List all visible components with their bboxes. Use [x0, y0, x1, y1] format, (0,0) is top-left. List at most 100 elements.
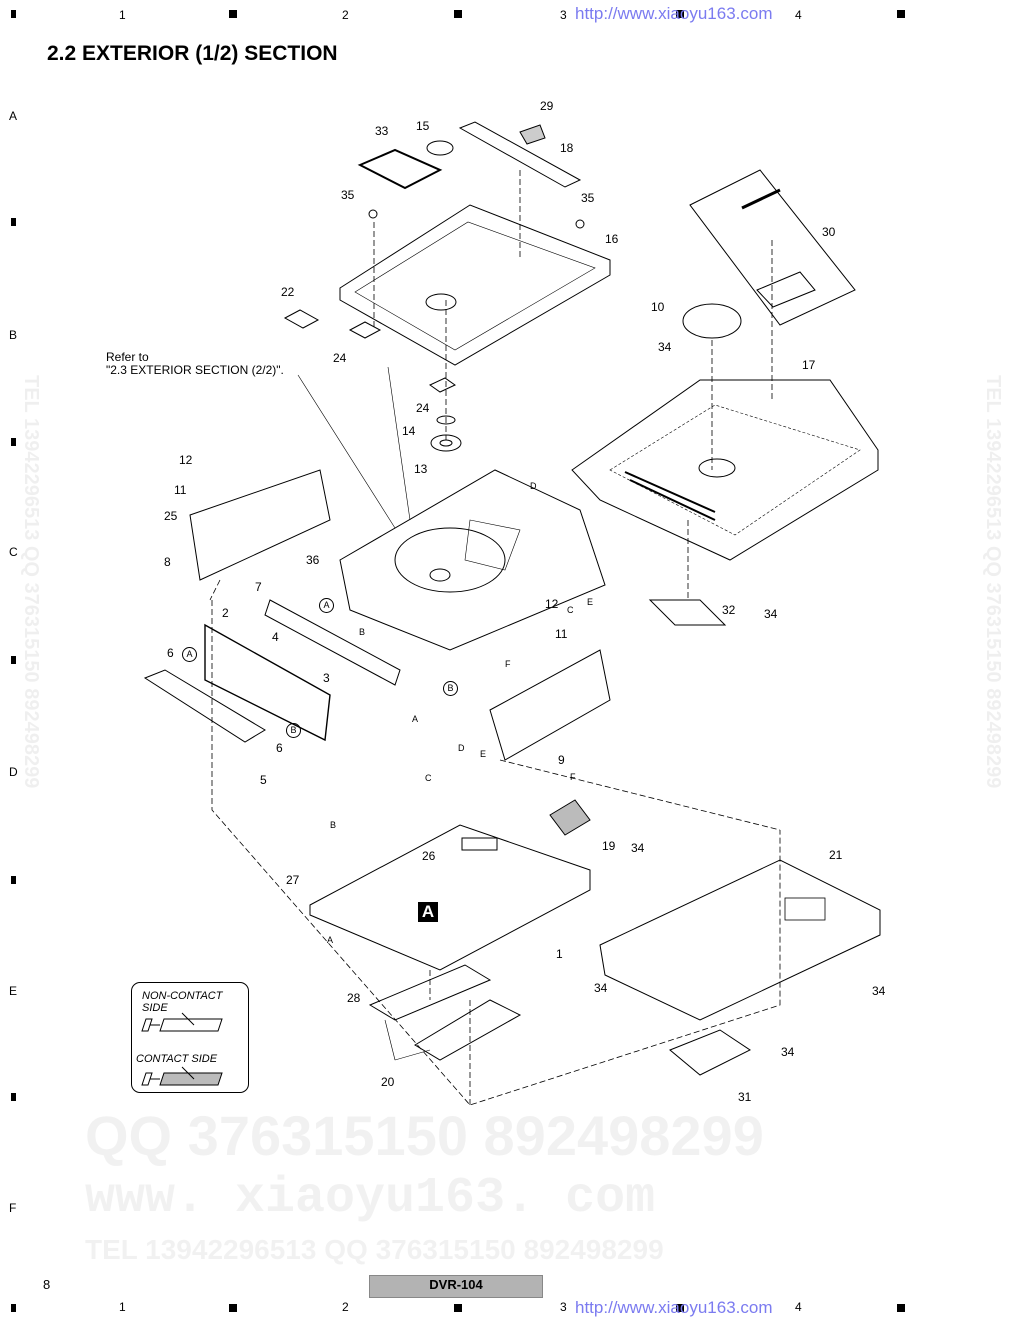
clamper-15 [426, 140, 454, 156]
part-label: 20 [381, 1075, 395, 1089]
part-label: 32 [722, 603, 736, 617]
refer-note-line: Refer to [106, 350, 149, 364]
part-label: 1 [556, 947, 563, 961]
connector-letter: B [330, 820, 337, 830]
register-mark [454, 1304, 462, 1312]
register-mark [11, 656, 16, 664]
part-label: 30 [822, 225, 836, 239]
top-cover-17 [571, 379, 879, 561]
part-label: 35 [341, 188, 355, 202]
part-label: 15 [416, 119, 430, 133]
part-label: 10 [651, 300, 665, 314]
register-mark [897, 10, 905, 18]
row-letter: B [9, 328, 18, 342]
register-mark [229, 1304, 237, 1312]
row-letter: E [9, 984, 18, 998]
legend-text: SIDE [142, 1002, 168, 1014]
connector-letter: E [480, 749, 487, 759]
part-label: 25 [164, 509, 178, 523]
circled-letter: B [443, 681, 458, 696]
part-label: 34 [658, 340, 672, 354]
part-label: 28 [347, 991, 361, 1005]
part-label: 35 [581, 191, 595, 205]
watermark-top: QQ 376315150 892498299 [85, 1104, 764, 1167]
watermark-mid: TEL 13942296513 QQ 376315150 892498299 [85, 1234, 664, 1265]
part-label: 34 [764, 607, 778, 621]
part-label: 34 [872, 984, 886, 998]
part-label: 11 [174, 483, 187, 497]
refer-note: Refer to "2.3 EXTERIOR SECTION (2/2)". [106, 351, 284, 377]
part-label: 8 [164, 555, 171, 569]
register-mark [11, 438, 16, 446]
part-label: 17 [802, 358, 816, 372]
part-label: 19 [602, 839, 616, 853]
circled-letter: B [286, 723, 301, 738]
sheet-32 [648, 599, 727, 626]
bracket-9 [489, 649, 611, 761]
part-label: 36 [306, 553, 320, 567]
connector-letter: B [359, 627, 366, 637]
part-label: 27 [286, 873, 300, 887]
watermark-bottom: www. xiaoyu163. com [85, 1170, 656, 1227]
part-label: 12 [545, 597, 559, 611]
connector-letter: F [505, 659, 511, 669]
legend-contact-label: CONTACT SIDE [136, 1053, 218, 1065]
part-label: 9 [558, 753, 565, 767]
column-number: 3 [560, 1300, 567, 1314]
part-label: 11 [555, 627, 568, 641]
row-letter: D [9, 765, 18, 779]
row-letter: F [9, 1201, 17, 1215]
row-letter: C [9, 545, 18, 559]
part-label: 18 [560, 141, 574, 155]
part-label: 34 [594, 981, 608, 995]
part-label: 16 [605, 232, 619, 246]
connector-letter: A [327, 935, 334, 945]
connector-letter: A [412, 714, 419, 724]
model-name: DVR-104 [369, 1275, 543, 1298]
part-label: 31 [738, 1090, 752, 1104]
part-label: 24 [416, 401, 430, 415]
register-mark [11, 218, 16, 226]
column-number: 4 [795, 1300, 802, 1314]
column-number: 1 [119, 8, 126, 22]
part-label: 2 [222, 606, 229, 620]
part-label: 5 [260, 773, 267, 787]
header-url-link[interactable]: http://www.xiaoyu163.com [575, 4, 773, 23]
part-label: 12 [179, 453, 193, 467]
side-bracket-8 [189, 469, 331, 581]
register-mark [676, 1304, 684, 1312]
column-number: 4 [795, 8, 802, 22]
register-mark [897, 1304, 905, 1312]
part-label: 24 [333, 351, 347, 365]
part-label: 6 [276, 741, 283, 755]
front-bezel-2 [204, 623, 331, 742]
column-number: 2 [342, 8, 349, 22]
page-number: 8 [43, 1277, 51, 1292]
legend-box: NON-CONTACT SIDE CONTACT SIDE [131, 982, 249, 1093]
bracket-7 [264, 599, 401, 686]
flat-cable-icons [141, 1012, 223, 1086]
connector-letter: C [567, 605, 574, 615]
row-letter: A [9, 109, 18, 123]
gasket-33 [357, 148, 443, 190]
connector-letter: D [530, 481, 537, 491]
board-label: A [418, 902, 438, 922]
register-mark [11, 876, 16, 884]
door-5 [143, 669, 266, 743]
legend-non-contact-label: NON-CONTACT SIDE [142, 990, 222, 1014]
part-label: 34 [781, 1045, 795, 1059]
footer-url-link[interactable]: http://www.xiaoyu163.com [575, 1298, 773, 1317]
register-mark [676, 10, 684, 18]
connector-letter: C [425, 773, 432, 783]
refer-note-line: "2.3 EXTERIOR SECTION (2/2)". [106, 363, 284, 377]
part-label: 33 [375, 124, 389, 138]
part-label: 4 [272, 630, 279, 644]
connector-letter: F [570, 772, 576, 782]
part-label: 26 [422, 849, 436, 863]
label-30 [689, 169, 856, 326]
part-label: 13 [414, 462, 428, 476]
label-10 [682, 303, 742, 339]
legend-text: NON-CONTACT [142, 990, 223, 1002]
top-frame-16 [339, 204, 611, 366]
